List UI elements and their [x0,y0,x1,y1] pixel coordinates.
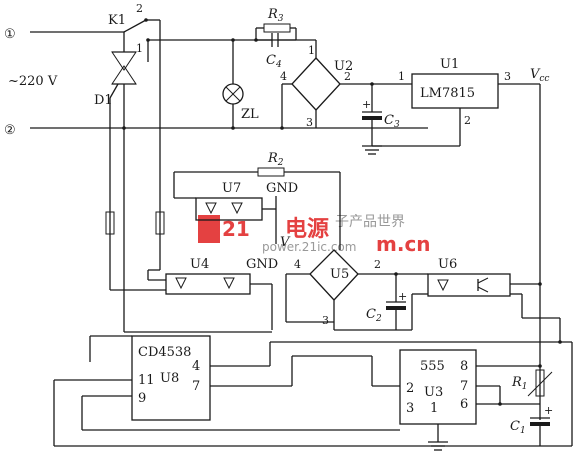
svg-text:+: + [362,98,371,111]
regulator-u1: LM7815 U1 1 3 2 Vcc [392,57,549,420]
svg-text:7: 7 [192,379,200,394]
c1-label: C1 [510,419,526,436]
k1-label: K1 [108,13,126,28]
opto-u6: U6 [396,257,542,318]
ac-voltage-label: ~220 V [8,74,58,89]
u3-part: 555 [420,359,445,374]
svg-text:2: 2 [374,258,381,271]
terminal-2-label: ② [4,123,16,138]
bridge-u5: U5 2 3 [285,249,396,330]
k1-pin2: 2 [136,2,143,15]
lamp-zl: ZL [222,38,259,130]
watermark-sub: 子产品世界 [335,214,405,230]
svg-text:4: 4 [280,70,287,83]
c4-label: C4 [266,53,282,70]
svg-text:11: 11 [138,373,155,388]
u3-label: U3 [424,385,443,400]
u2-label: U2 [334,59,353,74]
svg-text:1: 1 [308,44,315,57]
svg-text:4: 4 [192,359,200,374]
r1-resistor [535,369,545,397]
svg-text:9: 9 [138,391,146,406]
svg-text:2: 2 [406,381,414,396]
svg-text:3: 3 [306,116,313,129]
r2-label: R2 [267,151,284,168]
svg-text:+: + [398,290,407,303]
vx-label: V [280,235,291,250]
capacitor-c3: + C3 [362,82,460,155]
zl-label: ZL [241,107,259,122]
u8-box [131,335,211,421]
vcc-label: Vcc [530,67,549,84]
input-terminals: ① ② ~220 V [4,27,428,138]
triac-d1: D1 [94,32,137,332]
c2-label: C2 [366,307,382,324]
k1-blade [123,19,147,33]
u8-part: CD4538 [138,345,191,360]
r1-c1: R1 + C1 [510,369,553,446]
r3-c4: R3 C4 [254,7,297,70]
u5-label: U5 [330,267,349,282]
u6-label: U6 [438,257,457,272]
capacitor-c2: + C2 [334,272,413,331]
watermark-logo: 21 [222,217,250,241]
gate-resistor [105,211,115,235]
watermark: 21 电源 子产品世界 power.21ic.com m.cn [198,214,431,256]
switch-k1: K1 2 1 [108,2,296,270]
r3-label: R3 [267,7,284,24]
u4-label: U4 [190,257,209,272]
u8-label: U8 [160,371,179,386]
chip-u8: CD4538 U8 4 7 11 9 [53,331,572,447]
watermark-text: 电源 [285,217,329,242]
svg-text:1: 1 [430,401,438,416]
svg-text:3: 3 [322,314,329,327]
svg-text:6: 6 [460,397,468,412]
svg-text:+: + [544,404,553,417]
watermark-url2: m.cn [376,232,431,256]
r2-resistor [257,167,285,177]
u1-part: LM7815 [420,86,475,101]
d1-label: D1 [94,93,113,108]
bridge-u2: U2 1 4 2 3 [280,39,392,130]
u7-label: U7 [222,181,241,196]
chip-u3: 555 U3 2 3 1 8 7 6 [399,349,542,451]
svg-text:2: 2 [344,70,351,83]
bridge-u2-diamond [291,57,341,111]
u7-side-resistor [155,211,165,235]
u1-label: U1 [440,57,459,72]
terminal-1-label: ① [4,27,16,42]
u6-box [427,273,511,297]
watermark-logo-block [198,215,220,243]
svg-text:2: 2 [464,114,471,127]
r2-u7: R2 U7 GND V [155,151,341,250]
u7-gnd: GND [266,181,298,196]
svg-text:3: 3 [406,401,414,416]
c3-label: C3 [384,113,400,130]
svg-text:7: 7 [460,379,468,394]
r3-resistor [263,23,291,33]
svg-text:8: 8 [460,359,468,374]
svg-text:1: 1 [398,70,405,83]
r1-label: R1 [511,375,528,392]
svg-text:4: 4 [294,258,301,271]
svg-text:3: 3 [504,70,511,83]
k1-pin1: 1 [136,42,143,55]
u4-gnd: GND [246,257,278,272]
opto-u4: U4 GND 4 [110,257,301,330]
u1-box [411,73,499,109]
